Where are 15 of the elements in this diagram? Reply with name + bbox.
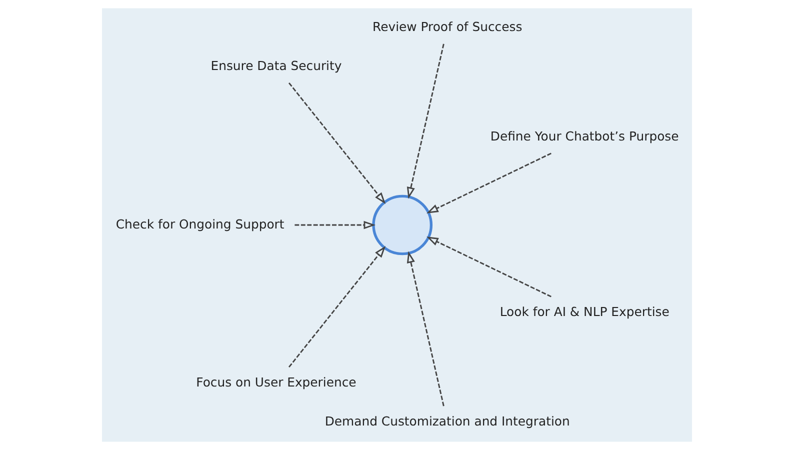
node-circle (372, 194, 433, 256)
node-text: Demand Customization and Integration (324, 413, 570, 428)
arrow (406, 251, 444, 406)
node-text: Check for Ongoing Support (116, 216, 284, 232)
node-text: Ensure Data Security (210, 58, 342, 74)
arrow (406, 44, 444, 199)
arrow (426, 152, 552, 214)
arrow (294, 220, 376, 230)
node-text: Review Proof of Success (372, 19, 522, 34)
node-text: Look for AI & NLP Expertise (500, 304, 670, 320)
arrow (288, 246, 386, 368)
arrow (288, 82, 386, 204)
node-text: Define Your Chatbot’s Purpose (490, 128, 679, 144)
arrow (426, 236, 552, 298)
node-text: Focus on User Experience (196, 374, 356, 390)
